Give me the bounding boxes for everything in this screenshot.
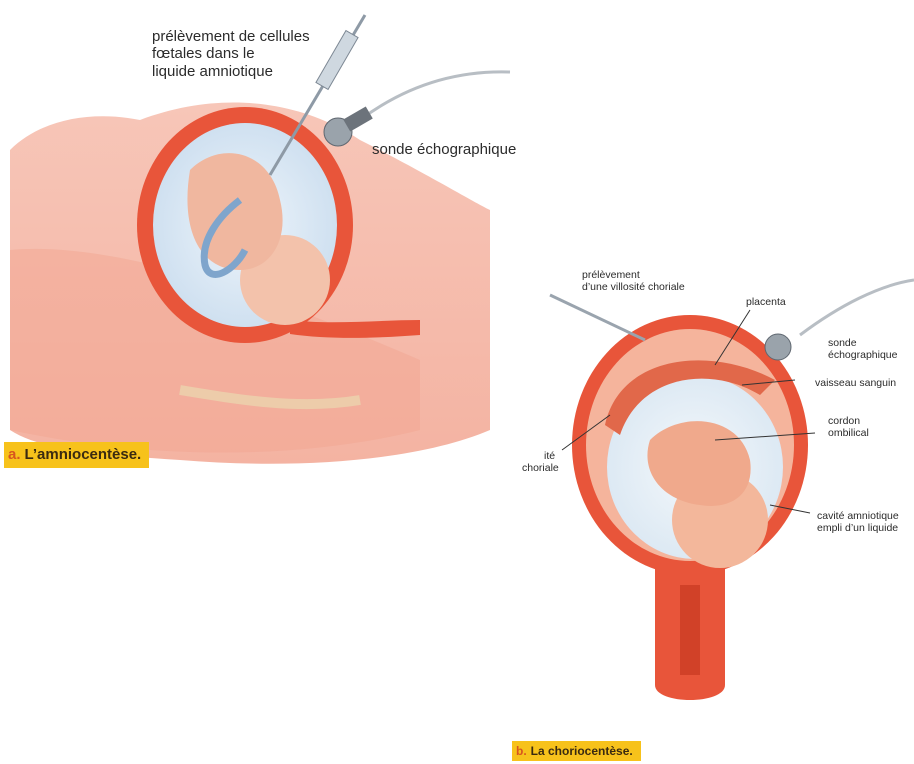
sampling-needle [550,295,645,340]
probe-b-label-line2: échographique [828,349,897,361]
needle-label-line1: prélèvement de cellules [152,28,310,45]
probe-b-label: sonde échographique [828,337,897,361]
probe-cable [360,72,510,120]
amniotic-cavity-label: cavité amniotique empli d’un liquide [817,510,899,534]
cervix-b-inner [680,585,700,675]
probe-b-cable [800,280,914,335]
needle-label: prélèvement de cellules fœtales dans le … [152,28,310,80]
needle-label-line2: fœtales dans le [152,45,310,62]
umbilical-cord-line1: cordon [828,415,869,427]
amniotic-cavity-line1: cavité amniotique [817,510,899,522]
chorionic-cavity-line2: choriale [522,462,559,474]
probe-label: sonde échographique [372,141,516,158]
caption-b-letter: b. [516,744,527,758]
caption-a-text: L’amniocentèse. [25,446,142,463]
probe-b-head [765,334,791,360]
needle-label-line3: liquide amniotique [152,63,310,80]
caption-a-letter: a. [8,446,21,463]
cervix [290,320,420,338]
chorionic-sample-label: prélèvement d’une villosité choriale [582,269,685,293]
amniocentesis-panel: prélèvement de cellules fœtales dans le … [0,0,540,470]
umbilical-cord-line2: ombilical [828,427,869,439]
chorionic-sample-line2: d’une villosité choriale [582,281,685,293]
chorionic-sample-line1: prélèvement [582,269,685,281]
placenta-label: placenta [746,296,786,308]
syringe-barrel [316,31,358,90]
caption-a: a.L’amniocentèse. [4,442,149,468]
caption-b-text: La choriocentèse. [531,744,633,758]
caption-b: b. La choriocentèse. [512,741,641,761]
umbilical-cord-label: cordon ombilical [828,415,869,439]
blood-vessel-label: vaisseau sanguin [815,377,896,389]
amniotic-cavity-line2: empli d’un liquide [817,522,899,534]
chorionic-cavity-line1: ité [522,450,559,462]
probe-b-label-line1: sonde [828,337,897,349]
chorionic-cavity-label: ité choriale [522,450,559,474]
chorionic-villus-sampling-panel: prélèvement d’une villosité choriale pla… [510,255,914,764]
